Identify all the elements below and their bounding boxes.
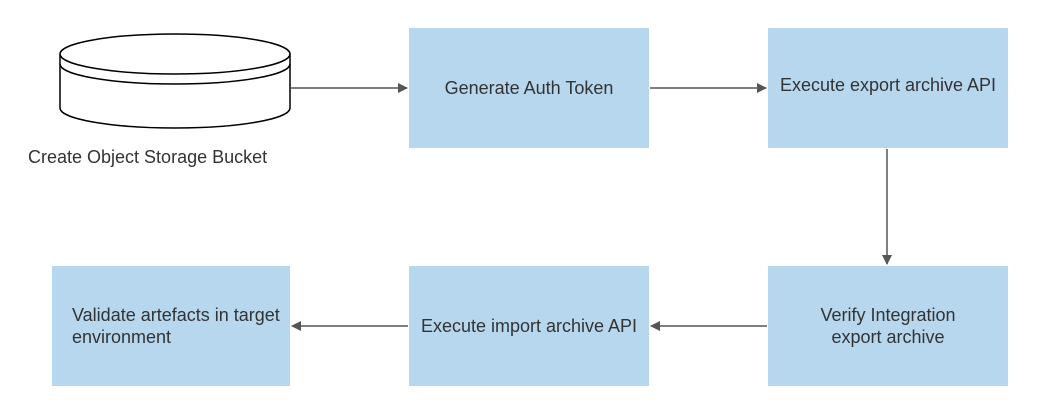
step-label-import-api: Execute import archive API	[420, 316, 638, 336]
step-box-validate	[52, 266, 290, 386]
step-label-auth-token: Generate Auth Token	[444, 78, 614, 98]
step-box-import-api	[409, 266, 649, 386]
storage-bucket-label: Create Object Storage Bucket	[28, 147, 268, 167]
database-cylinder-icon	[59, 33, 291, 129]
step-box-export-api	[768, 28, 1008, 148]
step-label-verify-export: Verify Integration export archive	[820, 305, 956, 347]
step-label-validate: Validate artefacts in target environment	[72, 305, 280, 347]
step-box-auth-token	[409, 28, 649, 148]
step-box-verify-export	[768, 266, 1008, 386]
step-label-export-api: Execute export archive API	[779, 75, 997, 95]
